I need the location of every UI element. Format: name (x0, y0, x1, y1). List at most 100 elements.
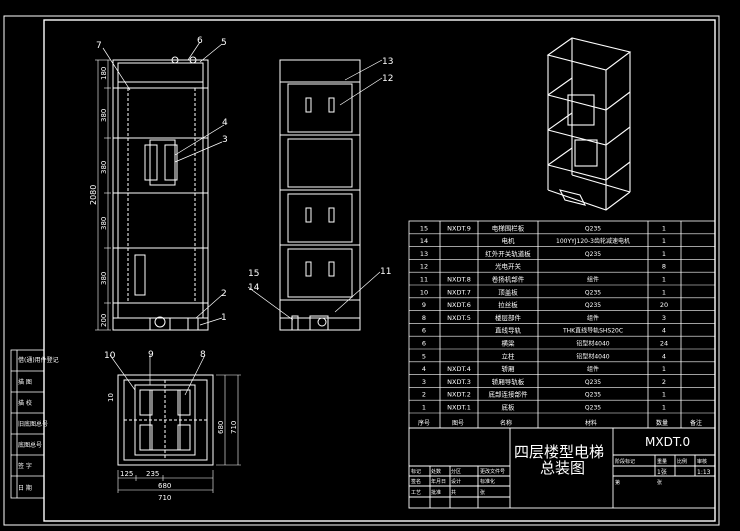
callout-7: 7 (96, 41, 102, 51)
bom-cell-code: NXDT.2 (447, 391, 471, 399)
isometric-view (546, 37, 632, 211)
bom-cell-name: 拉丝板 (498, 300, 518, 309)
front-callouts (102, 41, 225, 326)
callout-3: 3 (222, 135, 228, 145)
title-small-label: 批准 (431, 489, 441, 496)
bom-cell-no: 5 (422, 352, 426, 360)
bom-cell-material: 组件 (587, 276, 599, 284)
bom-cell-name: 电梯围栏板 (492, 223, 525, 232)
callout-11: 11 (380, 267, 391, 277)
scale: 1:13 (697, 469, 711, 476)
title-small-label: 年月日 (431, 478, 446, 485)
bom-cell-name: 底板 (502, 403, 516, 412)
dim-floor: 380 (100, 109, 108, 122)
bom-cell-code: NXDT.4 (447, 365, 471, 373)
bom-cell-code: NXDT.1 (447, 404, 471, 412)
dim-235: 235 (146, 470, 159, 478)
bom-header: 序号 图号 名称 材料 数量 备注 (418, 419, 702, 427)
dim-floor: 380 (100, 161, 108, 174)
col-material: 材料 (585, 419, 597, 427)
title-small-label: 签名 (411, 478, 421, 485)
bom-cell-name: 底部连接部件 (489, 390, 529, 399)
dim-base: 200 (100, 314, 108, 327)
title-small-label: 张 (657, 479, 662, 486)
bom-cell-qty: 1 (662, 391, 666, 399)
callout-15: 15 (248, 269, 259, 279)
bom-cell-material: THK直线导轨SHS20C (562, 327, 623, 335)
side-label: 描 图 (18, 378, 32, 386)
bom-cell-qty: 1 (662, 224, 666, 232)
drawing-number: MXDT.0 (645, 435, 690, 449)
bom-cell-name: 顶盖板 (498, 287, 518, 296)
title-small-label: 共 (451, 489, 456, 496)
title-small-label: 工艺 (411, 490, 421, 496)
bom-cell-qty: 4 (662, 327, 666, 335)
bom-cell-no: 8 (422, 314, 426, 322)
top-view (117, 374, 214, 466)
callout-8: 8 (200, 350, 206, 360)
sheet: 1张 (657, 468, 667, 476)
bom-cell-name: 横梁 (502, 339, 516, 348)
title-small-label: 比例 (677, 458, 687, 465)
bom-cell-qty: 3 (662, 314, 666, 322)
bom-cell-name: 光电开关 (495, 262, 522, 271)
title-small-label: 处数 (431, 468, 441, 475)
bom-cell-code: NXDT.5 (447, 314, 471, 322)
callout-2: 2 (221, 289, 227, 299)
bom-cell-material: Q235 (585, 225, 601, 232)
bom-cell-no: 2 (422, 391, 426, 399)
title-small-labels: 标记处数分区更改文件号签名年月日设计标准化阶段标记重量比例审核工艺批准共张第张 (411, 458, 707, 496)
bom-cell-material: Q235 (585, 302, 601, 309)
bom-cell-material: 组件 (587, 314, 599, 322)
col-note: 备注 (690, 419, 702, 427)
bom-cell-qty: 20 (660, 301, 668, 309)
bom-cell-no: 4 (422, 365, 426, 373)
bom-cell-code: NXDT.9 (447, 224, 471, 232)
bom-cell-material: Q235 (585, 251, 601, 258)
bom-cell-name: 轿厢 (502, 364, 516, 373)
callout-13: 13 (382, 57, 393, 67)
bom-cell-no: 14 (420, 237, 428, 245)
bom-cell-qty: 8 (662, 263, 666, 271)
bom-cell-no: 10 (420, 288, 428, 296)
title-small-label: 重量 (657, 458, 667, 465)
side-label: 底图总号 (18, 441, 42, 449)
callout-6: 6 (197, 36, 203, 46)
front-view (112, 56, 209, 331)
dim-total-height: 2080 (89, 185, 98, 205)
bom-cell-qty: 1 (662, 250, 666, 258)
bom-cell-qty: 2 (662, 378, 666, 386)
title-small-label: 更改文件号 (480, 468, 505, 475)
dim-680: 680 (158, 482, 171, 490)
callout-1: 1 (221, 313, 227, 323)
dim-floor: 380 (100, 217, 108, 230)
dim-10: 10 (107, 393, 115, 402)
callout-12: 12 (382, 74, 393, 84)
bom-cell-material: Q235 (585, 289, 601, 296)
outer-frame (3, 15, 720, 526)
bom-cell-name: 直线导轨 (495, 326, 522, 335)
drawing-subtitle: 总装图 (540, 459, 585, 477)
bom-cell-code: NXDT.6 (447, 301, 471, 309)
side-panel-labels: 借(通)用件登记 描 图 描 校 旧底图总号 底图总号 签 字 日 期 (18, 356, 59, 492)
dim-floor: 380 (100, 272, 108, 285)
side-label: 日 期 (18, 484, 32, 492)
side-label: 借(通)用件登记 (18, 356, 59, 364)
bom-cell-name: 轿厢导轨板 (492, 377, 525, 386)
col-name: 名称 (500, 419, 512, 427)
bom-cell-material: Q235 (585, 392, 601, 399)
bom-cell-name: 电机 (502, 236, 516, 245)
drawing-title: 四层楼型电梯 (514, 443, 604, 461)
callout-10: 10 (104, 351, 116, 361)
bom-cell-qty: 1 (662, 288, 666, 296)
dim-depth-680: 680 (217, 421, 225, 434)
side-label: 签 字 (18, 462, 32, 470)
title-small-label: 阶段标记 (615, 458, 635, 465)
bom-cell-name: 卷扬机部件 (492, 275, 525, 284)
callout-9: 9 (148, 350, 154, 360)
bom-cell-no: 1 (422, 404, 426, 412)
bom-cell-material: 100YYJ120-3齿轮减速电机 (556, 237, 630, 245)
col-qty: 数量 (656, 419, 668, 427)
col-code: 图号 (452, 420, 464, 427)
